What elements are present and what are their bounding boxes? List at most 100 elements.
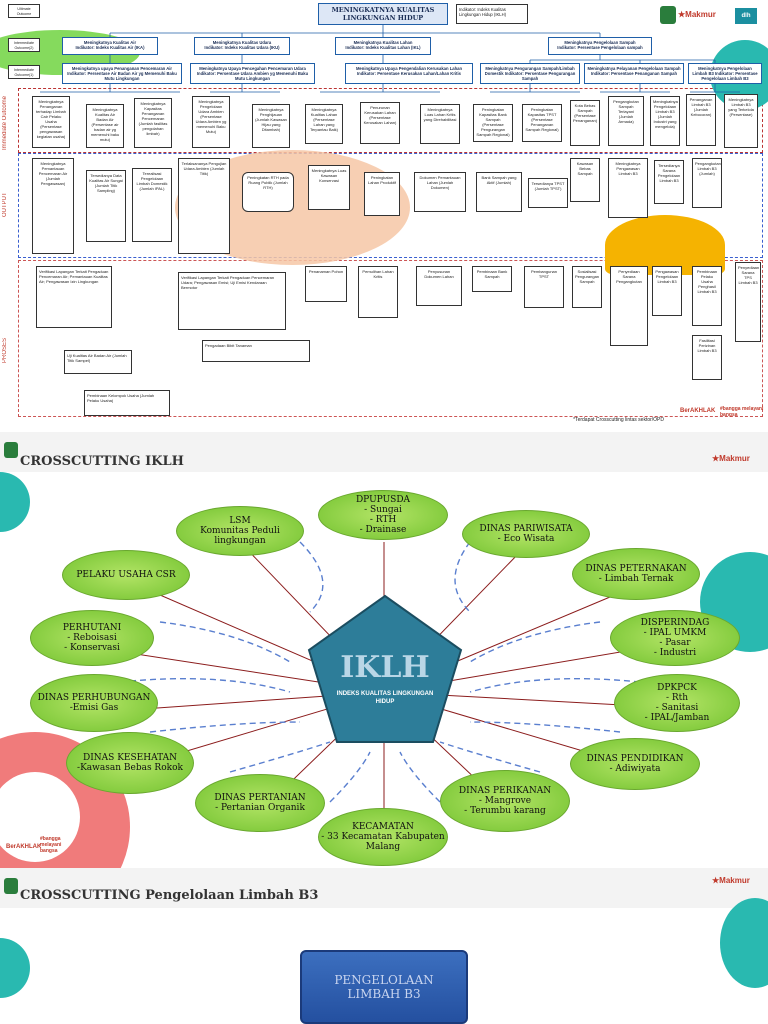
node-kesehatan: DINAS KESEHATAN-Kawasan Bebas Rokok (66, 732, 194, 794)
proses-box: Penyediaan Sarana Pengangkutan (610, 266, 648, 346)
output-box: Peningkatan RTH pada Ruang Publik (Jumla… (242, 172, 294, 212)
node-label: PELAKU USAHA CSR (76, 570, 176, 580)
output-box: Pengangkutan Limbah B3 (Jumlah) (692, 158, 722, 208)
output-box: Meningkatnya Pemantauan Pencemaran Air (… (32, 158, 74, 254)
white-decor-circle (0, 772, 80, 862)
immediate-box: Meningkatnya Limbah B3 yang Terkelola (P… (724, 94, 758, 148)
immediate-box: Meningkatnya Pengelolaan Limbah B3 (Juml… (650, 96, 680, 146)
proses-box: Penyediaan Sarana TPS Limbah B3 (735, 262, 761, 342)
node-label: DPUPUSDA (355, 495, 411, 505)
immediate-box: Peningkatan Kapasitas Bank Sampah (Perse… (473, 104, 513, 142)
node-label: DPKPCK (657, 683, 697, 693)
berakhlak-logo: BerAKHLAK (6, 844, 42, 850)
node-detail: - Limbah Ternak (598, 574, 674, 584)
proses-box: Pemulihan Lahan Kritis (358, 266, 398, 318)
level3-box: Meningkatnya Pengurangan Sampah/Limbah D… (480, 63, 580, 84)
crosscutting-iklh-section: CROSSCUTTING IKLH ★Makmur (0, 432, 768, 868)
node-perhubungan: DINAS PERHUBUNGAN-Emisi Gas (30, 674, 158, 732)
level2-title: Meningkatnya Kualitas Udara (212, 40, 272, 45)
node-detail: - Sungai - RTH - Drainase (359, 505, 407, 535)
node-detail: - Reboisasi - Konservasi (64, 633, 120, 653)
proses-band (18, 260, 763, 417)
node-perhutani: PERHUTANI- Reboisasi - Konservasi (30, 610, 154, 666)
level2-title: Meningkatnya Pengelolaan Sampah (564, 40, 636, 45)
output-box: Tersedianya Sarana Pengelolaan Limbah B3 (654, 160, 684, 204)
immediate-box: Meningkatnya Kapasitas Penanganan Pencem… (134, 98, 172, 148)
ultimate-outcome-label: Ultimate Outcome (8, 4, 40, 18)
node-detail: - Eco Wisata (497, 534, 555, 544)
node-label: DINAS KESEHATAN (83, 753, 177, 763)
level3-box: Meningkatnya Upaya Pencegahan Pencemaran… (190, 63, 315, 84)
proses-box: Penanaman Pohon (305, 266, 347, 302)
yellow-highlight (605, 215, 725, 275)
immediate-box: Meningkatnya Penanganan terhadap Limbah … (32, 96, 70, 148)
connector-lines (40, 25, 740, 93)
node-label: DINAS PARIWISATA (479, 524, 573, 534)
node-label: KECAMATAN (352, 822, 414, 832)
node-kecamatan: KECAMATAN- 33 Kecamatan Kabupaten Malang (318, 808, 448, 866)
node-label: DINAS PETERNAKAN (585, 564, 687, 574)
proses-box: Pembinaan Bank Sampah (472, 266, 512, 292)
level2-indicator: Indikator: Indeks Kualitas Lahan (IKL) (345, 45, 421, 50)
level2-title: Meningkatnya Kualitas Air (83, 40, 137, 45)
level2-indicator: Indikator: Indeks Kualitas Air (IKA) (75, 45, 145, 50)
node-label: DINAS PERIKANAN (458, 786, 552, 796)
section-title: CROSSCUTTING Pengelolaan Limbah B3 (20, 888, 319, 903)
title-band (0, 868, 768, 908)
node-label: LSM (229, 516, 251, 526)
immediate-box: Penurunan Kerusakan Lahan (Persentase Ke… (360, 102, 400, 144)
proses-box: Pembinaan Pelaku Usaha Penghasil Limbah … (692, 266, 722, 326)
node-pertanian: DINAS PERTANIAN- Pertanian Organik (195, 774, 325, 832)
node-disperindag: DISPERINDAG- IPAL UMKM - Pasar - Industr… (610, 610, 740, 666)
iklh-pentagon (307, 594, 463, 743)
immediate-outcome-band (18, 88, 763, 153)
proses-box: Fasilitasi Perizinan Limbah B3 (692, 335, 722, 380)
level3-box: Meningkatnya Upaya Pengendalian Kerusaka… (345, 63, 473, 84)
teal-decor-circle (0, 938, 30, 998)
output-box: Meningkatnya Luas Kawasan Konservasi (308, 165, 350, 210)
bangga-logo: #bangga melayani bangsa (40, 836, 62, 854)
bangga-logo: #bangga melayani bangsa (720, 406, 764, 418)
output-box: Tersedianya Data Kualitas Air Sungai (Ju… (86, 170, 126, 242)
node-detail: Komunitas Peduli lingkungan (200, 526, 280, 546)
output-box: Peningkatan Lahan Produktif (364, 172, 400, 216)
makmur-text: Makmur (719, 454, 750, 463)
output-box: Terealisasi Pengelolaan Limbah Domestik … (132, 168, 172, 242)
node-label: DISPERINDAG (640, 618, 710, 628)
top-indicator: Indikator: Indeks Kualitas Lingkungan Hi… (456, 4, 528, 24)
level3-box: Meningkatnya Pengelolaan Limbah B3 Indik… (688, 63, 762, 84)
results-framework-section: Ultimate Outcome Intermediate Outcome(2)… (0, 0, 768, 432)
node-label: PERHUTANI (62, 623, 122, 633)
immediate-box: Penanganan Limbah B3 (Jumlah Kebocoran) (686, 94, 716, 146)
immediate-box: Meningkatnya Luas Lahan Kritis yang Dire… (420, 104, 460, 144)
node-detail: - Mangrove - Terumbu karang (464, 796, 546, 816)
node-detail: - IPAL UMKM - Pasar - Industri (643, 628, 707, 658)
node-detail: - Rth - Sanitasi - IPAL/Jamban (644, 693, 710, 723)
immediate-box: Meningkatnya Pengelolaan Udara Ambien (P… (192, 96, 230, 148)
crosscutting-limbah-b3-section: CROSSCUTTING Pengelolaan Limbah B3 ★Makm… (0, 868, 768, 1024)
node-label: DINAS PERHUBUNGAN (37, 693, 151, 703)
output-box: Kawasan Bebas Sampah (570, 158, 600, 202)
proses-box: Pengawasan Pengelolaan Limbah B3 (652, 266, 682, 316)
proses-box: Sosialisasi Pengurangan Sampah (572, 266, 602, 308)
immediate-box: Meningkatnya Kualitas Air Badan Air (Per… (86, 104, 124, 148)
makmur-logo: ★Makmur (712, 454, 750, 463)
output-box: Dokumen Pemantauan Lahan (Jumlah Dokumen… (414, 172, 466, 212)
output-box: Meningkatnya Pengawasan Limbah B3 (608, 158, 648, 218)
immediate-box: Pengangkutan Sampah Terlayani (Jumlah Ar… (608, 96, 644, 146)
kabupaten-logo (4, 878, 18, 894)
intermediate-outcome-2-label: Intermediate Outcome(2) (8, 38, 40, 52)
output-box: Tersedianya TPST (Jumlah TPST) (528, 178, 568, 208)
proses-box: Uji Kualitas Air Badan Air (Jumlah Titik… (64, 350, 132, 374)
node-detail: - Pertanian Organik (215, 803, 305, 813)
proses-box: Verifikasi Lapangan Terkait Pengaduan Pe… (178, 272, 286, 330)
level3-box: Meningkatnya upaya Penanganan Pencemaran… (62, 63, 182, 84)
kabupaten-logo (4, 442, 18, 458)
immediate-box: Peningkatan Kapasitas TPST (Persentase P… (522, 104, 562, 142)
level3-box: Meningkatnya Pelayanan Pengelolaan Sampa… (584, 63, 684, 84)
